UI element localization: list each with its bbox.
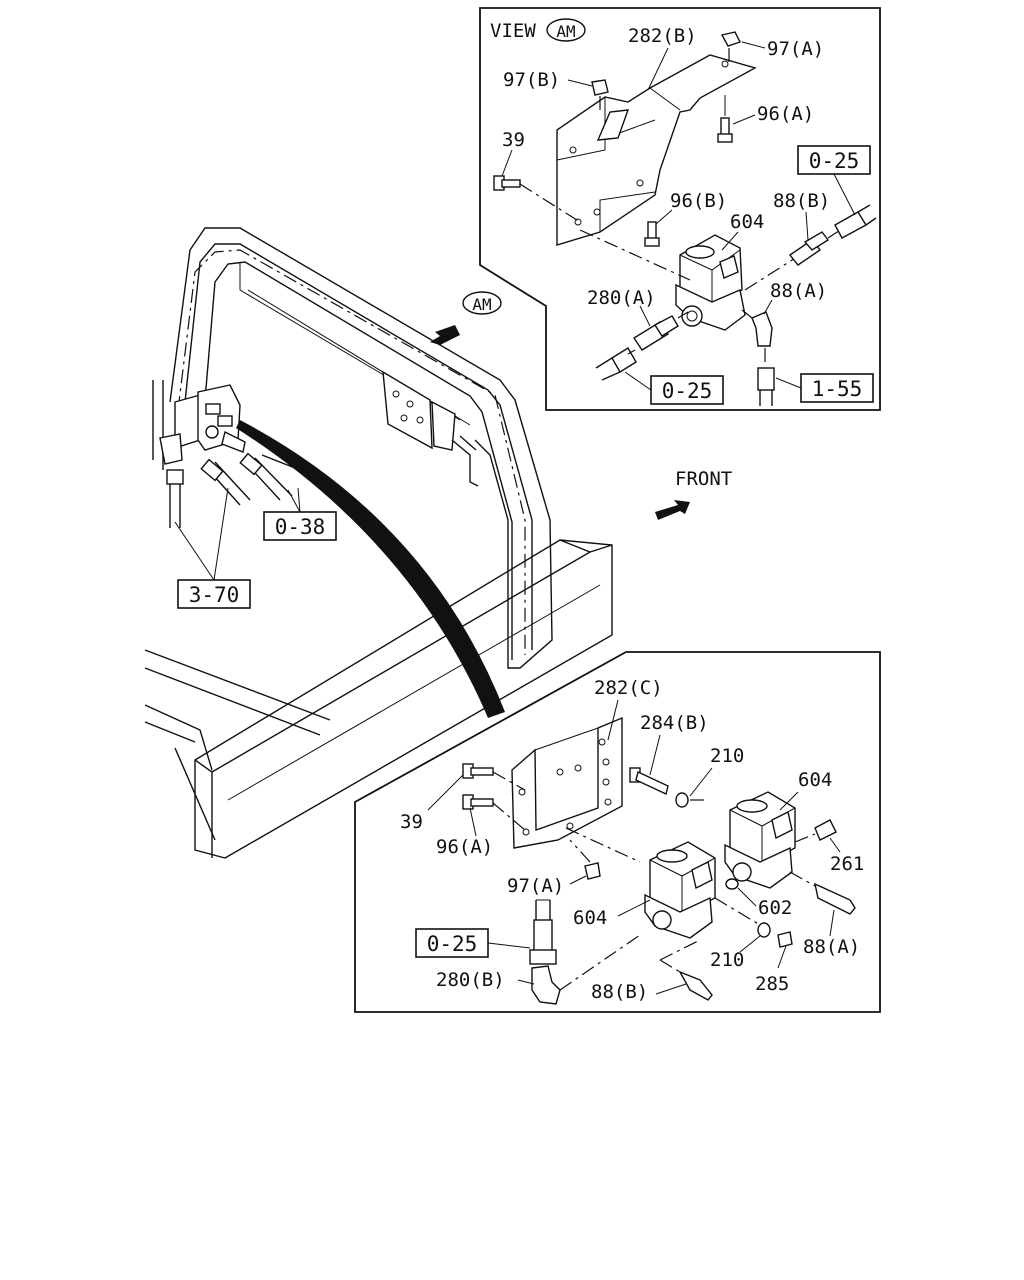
label-282c: 282(C) (594, 677, 663, 699)
label-280b: 280(B) (436, 969, 505, 991)
pipe-bottom-panel: 0-25 (415, 899, 557, 965)
fitting-280b (531, 934, 641, 1005)
washer-210-bottom (757, 922, 771, 938)
bolt-39 (493, 175, 581, 223)
label-88a-bottom: 88(A) (803, 936, 860, 958)
label-604-left: 604 (573, 907, 607, 929)
washer-210-top (675, 792, 708, 808)
label-280a: 280(A) (587, 287, 656, 309)
label-285: 285 (755, 973, 789, 995)
ref-bottom-0-25-text: 0-25 (662, 379, 713, 403)
label-39-bottom: 39 (400, 811, 423, 833)
front-arrow-icon (655, 500, 690, 520)
am-arrow-label: AM (472, 295, 491, 314)
nut-97a (720, 31, 741, 62)
fitting-88a-bottom (789, 871, 856, 915)
label-88b: 88(B) (773, 190, 830, 212)
label-96b: 96(B) (670, 190, 727, 212)
bolt-96a (717, 95, 733, 143)
label-39: 39 (502, 129, 525, 151)
front-direction: FRONT (655, 468, 732, 520)
front-label: FRONT (675, 468, 732, 490)
label-284b: 284(B) (640, 712, 709, 734)
view-am-arrow: AM (430, 291, 502, 345)
fitting-88a (741, 309, 773, 365)
label-96a-bottom: 96(A) (436, 836, 493, 858)
ref-bottom-panel-0-25-text: 0-25 (427, 932, 478, 956)
view-label-prefix: VIEW (490, 20, 536, 42)
plug-261 (794, 819, 837, 843)
label-96a: 96(A) (757, 103, 814, 125)
cab-mount-frame (152, 227, 553, 669)
detail-swoosh (236, 420, 505, 718)
label-604: 604 (730, 211, 764, 233)
nut-285 (777, 931, 793, 948)
fitting-88b-bottom (659, 939, 713, 1001)
label-88b-bottom: 88(B) (591, 981, 648, 1003)
bolt-96b (644, 221, 660, 247)
valve-604 (579, 229, 801, 331)
valve-604-right (724, 791, 796, 889)
label-97a-bottom: 97(A) (507, 875, 564, 897)
ref-1-55-text: 1-55 (812, 377, 863, 401)
chassis-frame (144, 539, 613, 859)
label-97a: 97(A) (767, 38, 824, 60)
valve-assembly-frame-left (159, 384, 309, 528)
nut-97b (591, 79, 609, 112)
view-label-circle: AM (556, 22, 575, 41)
label-282b: 282(B) (628, 25, 697, 47)
pipe-top-right: 0-25 (797, 145, 877, 239)
label-604-right: 604 (798, 769, 832, 791)
label-210-bottom: 210 (710, 949, 744, 971)
bracket-282c (511, 716, 623, 849)
label-602: 602 (758, 897, 792, 919)
label-261: 261 (830, 853, 864, 875)
ref-box-3-70: 3-70 (174, 487, 251, 609)
ref-top-0-25-text: 0-25 (809, 149, 860, 173)
hose-1-55: 1-55 (757, 367, 874, 406)
valve-assembly-cab-right (382, 370, 479, 487)
oring-602 (714, 878, 761, 926)
label-88a: 88(A) (770, 280, 827, 302)
nut-97a-bottom (569, 839, 601, 880)
bottom-detail-panel: 0-25 282(C) 284(B) 210 604 261 39 96(A) … (354, 651, 881, 1013)
valve-604-left (644, 841, 716, 939)
bolt-39-bottom (462, 763, 526, 791)
view-am-panel: VIEW AM (479, 7, 881, 411)
ref-3-70-text: 3-70 (189, 583, 240, 607)
ref-box-0-38: 0-38 (263, 487, 337, 541)
label-210-top: 210 (710, 745, 744, 767)
label-97b: 97(B) (503, 69, 560, 91)
bolt-284b (565, 767, 669, 863)
ref-0-38-text: 0-38 (275, 515, 326, 539)
fitting-280a: 0-25 (595, 311, 724, 405)
bolt-96a-bottom (462, 794, 526, 831)
bracket-282b (556, 54, 757, 246)
